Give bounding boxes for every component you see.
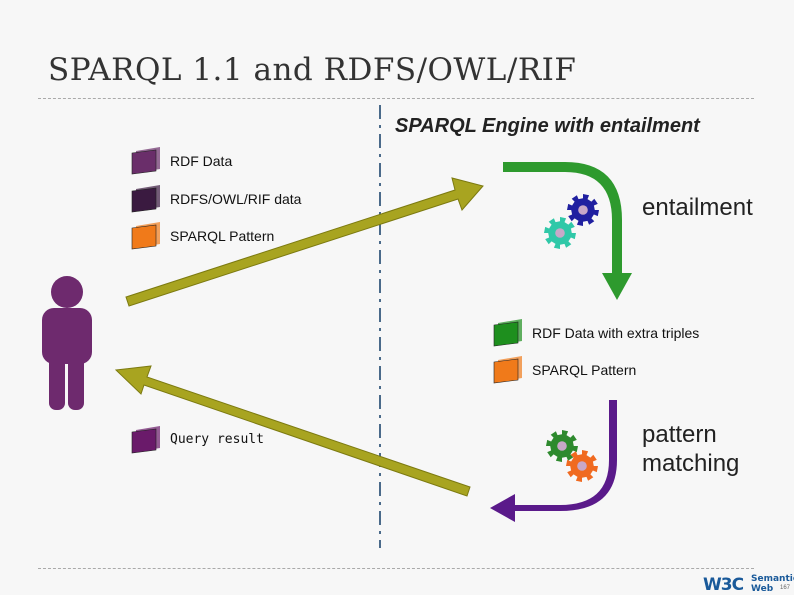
entailment-label: entailment bbox=[642, 194, 753, 221]
w3c-logo-text: W3C bbox=[703, 575, 744, 595]
sparql-pattern-label: SPARQL Pattern bbox=[170, 228, 275, 244]
logo-web: Web bbox=[751, 584, 774, 594]
rdfs-owl-rif-doc-icon bbox=[131, 185, 160, 213]
gear-teal-icon bbox=[544, 217, 576, 249]
person-icon bbox=[42, 276, 92, 410]
w3c-semantic-web-logo: W3C Semantic Web 167 bbox=[703, 574, 794, 595]
rdfs-owl-rif-label: RDFS/OWL/RIF data bbox=[170, 191, 302, 207]
logo-semantic: Semantic bbox=[751, 574, 794, 584]
request-arrow bbox=[125, 177, 484, 307]
gear-orange-icon bbox=[566, 450, 598, 482]
sparql-pattern-doc-icon bbox=[131, 222, 160, 250]
query-result-label: Query result bbox=[170, 432, 264, 447]
slide-title: SPARQL 1.1 and RDFS/OWL/RIF bbox=[48, 52, 577, 88]
matching-arrow-icon bbox=[490, 400, 617, 522]
sparql-pattern-2-doc-icon bbox=[493, 356, 522, 384]
extra-triples-label: RDF Data with extra triples bbox=[532, 325, 700, 341]
pattern-matching-label: pattern matching bbox=[642, 421, 740, 477]
engine-title: SPARQL Engine with entailment bbox=[395, 115, 700, 137]
response-arrow bbox=[114, 365, 471, 497]
rdf-data-label: RDF Data bbox=[170, 153, 233, 169]
footer-divider bbox=[38, 568, 754, 569]
gear-blue-icon bbox=[567, 194, 599, 226]
entailment-arrow-icon bbox=[503, 162, 632, 300]
sparql-pattern-2-label: SPARQL Pattern bbox=[532, 362, 637, 378]
semantic-web-logo-text: Semantic Web bbox=[751, 574, 794, 594]
title-divider bbox=[38, 98, 754, 99]
gear-green-icon bbox=[546, 430, 578, 462]
extra-triples-doc-icon bbox=[493, 319, 522, 347]
rdf-data-doc-icon bbox=[131, 147, 160, 175]
page-number: 167 bbox=[780, 585, 791, 591]
query-result-doc-icon bbox=[131, 426, 160, 454]
